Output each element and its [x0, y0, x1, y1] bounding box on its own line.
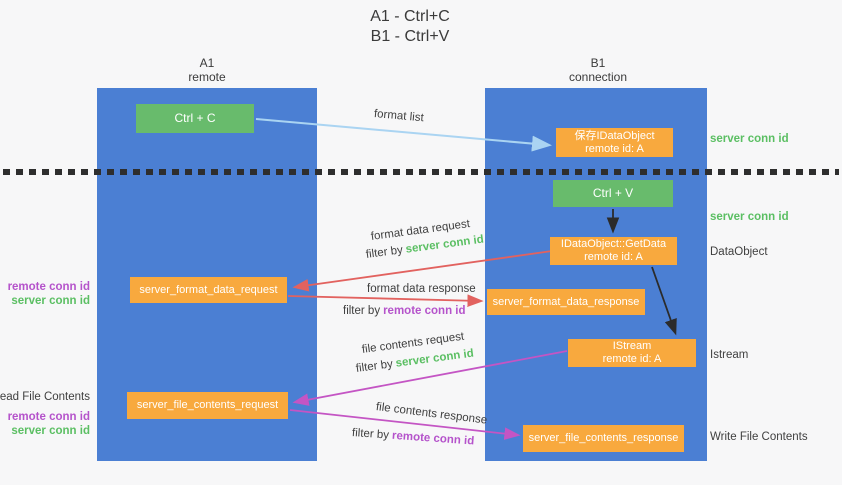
- column-b1-subtitle: connection: [568, 70, 628, 84]
- node-ctrl-v: Ctrl + V: [553, 180, 673, 207]
- column-a1-subtitle: remote: [188, 70, 226, 84]
- right-label-server-conn-id-1: server conn id: [710, 133, 789, 145]
- left-label-remote-conn-id-2: remote conn id: [7, 411, 90, 423]
- node-server-format-data-request: server_format_data_request: [130, 277, 287, 303]
- node-format-response-label: server_format_data_response: [492, 295, 640, 308]
- getdata-to-istream-arrow: [651, 266, 677, 336]
- file-contents-request-arrow: [292, 350, 568, 406]
- node-istream-line1: IStream: [612, 340, 652, 352]
- node-ctrl-c: Ctrl + C: [136, 104, 254, 133]
- right-label-write-file-contents: Write File Contents: [710, 431, 808, 443]
- right-label-istream: Istream: [710, 349, 749, 361]
- node-ctrl-c-label: Ctrl + C: [174, 111, 216, 125]
- node-getdata-line2: remote id: A: [584, 251, 643, 263]
- column-header-a1: A1 remote: [147, 56, 267, 84]
- node-server-file-contents-response: server_file_contents_response: [523, 425, 684, 452]
- left-label-server-conn-id-1: server conn id: [11, 295, 90, 307]
- format-data-request-arrow: [292, 250, 553, 292]
- title-line-1: A1 - Ctrl+C: [370, 8, 450, 25]
- format-list-arrow: [255, 118, 552, 152]
- node-getdata-line1: IDataObject::GetData: [560, 238, 667, 250]
- right-label-server-conn-id-2: server conn id: [710, 211, 789, 223]
- node-format-request-label: server_format_data_request: [139, 283, 278, 296]
- left-label-remote-conn-id-1: remote conn id: [7, 281, 90, 293]
- node-ctrl-v-label: Ctrl + V: [592, 186, 634, 200]
- left-label-server-conn-id-2: server conn id: [11, 425, 90, 437]
- file-contents-response-arrow: [289, 409, 521, 440]
- column-header-b1: B1 connection: [538, 56, 658, 84]
- column-a1-name: A1: [199, 56, 215, 70]
- left-label-read-file-contents: Read File Contents: [0, 391, 90, 403]
- edge-label-format-data-response: format data response: [367, 283, 476, 295]
- node-file-request-label: server_file_contents_request: [136, 399, 279, 411]
- filter-by-text: filter by: [343, 305, 381, 317]
- filter-by-text: filter by: [351, 427, 390, 442]
- node-server-format-data-response: server_format_data_response: [487, 289, 645, 315]
- section-divider-dashed: [3, 169, 839, 175]
- node-save-idataobject: 保存IDataObject remote id: A: [556, 128, 673, 157]
- column-b1-name: B1: [590, 56, 606, 70]
- remote-conn-id-text: remote conn id: [383, 305, 466, 317]
- node-server-file-contents-request: server_file_contents_request: [127, 392, 288, 419]
- node-istream: IStream remote id: A: [568, 339, 696, 367]
- format-data-response-arrow: [287, 294, 484, 307]
- node-istream-line2: remote id: A: [602, 353, 662, 365]
- node-save-idataobject-line1: 保存IDataObject: [574, 129, 655, 142]
- diagram-title: A1 - Ctrl+C B1 - Ctrl+V: [300, 7, 520, 47]
- right-label-dataobject: DataObject: [710, 246, 768, 258]
- title-line-2: B1 - Ctrl+V: [370, 28, 450, 45]
- node-save-idataobject-line2: remote id: A: [585, 142, 644, 155]
- node-idataobject-getdata: IDataObject::GetData remote id: A: [550, 237, 677, 265]
- node-file-response-label: server_file_contents_response: [528, 432, 679, 444]
